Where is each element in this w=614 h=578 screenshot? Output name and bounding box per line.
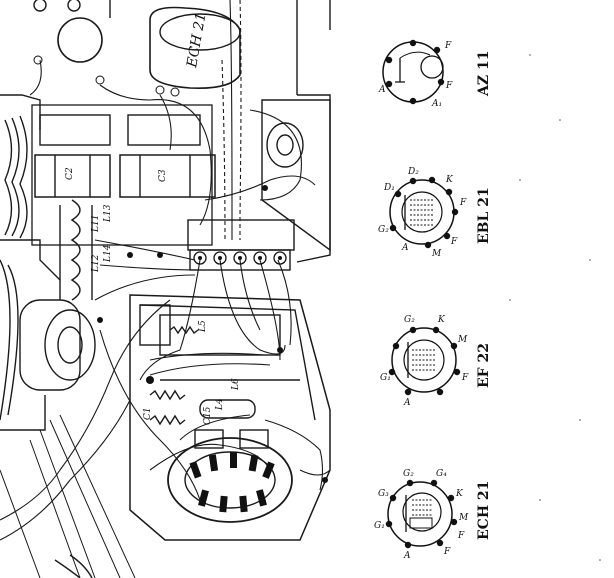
ech21-pin-f2: F <box>457 531 465 541</box>
tube-name-ech21: ECH 21 <box>476 481 492 540</box>
ef22-pin-k: K <box>437 315 446 325</box>
ech21-pin-g2: G₂ <box>403 469 414 479</box>
az11-pin-f2: F <box>445 81 453 91</box>
label-l11: L11 <box>91 215 101 233</box>
ebl21-pin-m: M <box>431 249 442 259</box>
az11-pin-a1: A₁ <box>431 99 442 109</box>
component-labels: C2 C3 L11 L12 L13 L14 L5 L6 L4 C1 C15 <box>65 167 241 425</box>
ebl21-pin-f1: F <box>459 198 467 208</box>
label-c2: C2 <box>65 167 75 180</box>
ech21-pin-k: K <box>455 489 464 499</box>
az11-pin-a: A <box>378 85 386 95</box>
ech21-pin-f1: F <box>443 547 451 557</box>
label-l4: L4 <box>215 398 225 411</box>
ef22-pin-f: F <box>461 373 469 383</box>
wires <box>0 0 331 578</box>
ef22-pin-m: M <box>457 335 468 345</box>
terminals <box>33 55 328 483</box>
tube-base-ef22: G₂ K G₁ A F M EF 22 <box>380 315 492 408</box>
tube-name-ef22: EF 22 <box>476 343 492 388</box>
chassis-drawing <box>0 0 331 578</box>
label-c3: C3 <box>158 169 168 182</box>
ebl21-pin-g2: G₂ <box>378 225 389 235</box>
ech21-pin-g4: G₄ <box>436 469 447 479</box>
ebl21-pin-d1: D₁ <box>383 183 395 193</box>
label-c1: C1 <box>143 407 153 420</box>
ef22-pin-a: A <box>403 398 411 408</box>
ef22-pin-g1: G₁ <box>380 373 391 383</box>
ech21-pin-m: M <box>458 513 469 523</box>
tube-base-az11: F F A A₁ AZ 11 <box>378 39 492 109</box>
label-l13: L13 <box>103 204 113 223</box>
ebl21-pin-k: K <box>445 175 454 185</box>
chassis-tube-label: ECH 21 <box>184 11 210 69</box>
ech21-pin-g3: G₃ <box>378 489 389 499</box>
label-l6: L6 <box>231 378 241 391</box>
ebl21-pin-a: A <box>401 243 409 253</box>
ech21-pin-a: A <box>403 551 411 561</box>
scan-specks <box>509 54 601 561</box>
ef22-pin-g2: G₂ <box>404 315 415 325</box>
tube-name-az11: AZ 11 <box>476 51 492 97</box>
ech21-pin-g1: G₁ <box>374 521 385 531</box>
label-l12: L12 <box>91 254 101 273</box>
tube-base-ech21: G₁ G₃ G₂ G₄ K M A F F ECH 21 <box>374 469 492 561</box>
label-c15: C15 <box>203 406 213 425</box>
ebl21-pin-f2: F <box>450 237 458 247</box>
socket-pins <box>189 452 275 513</box>
ebl21-pin-d2: D₂ <box>407 167 419 177</box>
tube-name-ebl21: EBL 21 <box>476 187 492 244</box>
label-l14: L14 <box>103 244 113 263</box>
tube-base-ebl21: D₁ D₂ G₂ K A F F M EBL 21 <box>378 167 492 259</box>
az11-pin-f1: F <box>444 41 452 51</box>
label-l5: L5 <box>198 320 208 333</box>
